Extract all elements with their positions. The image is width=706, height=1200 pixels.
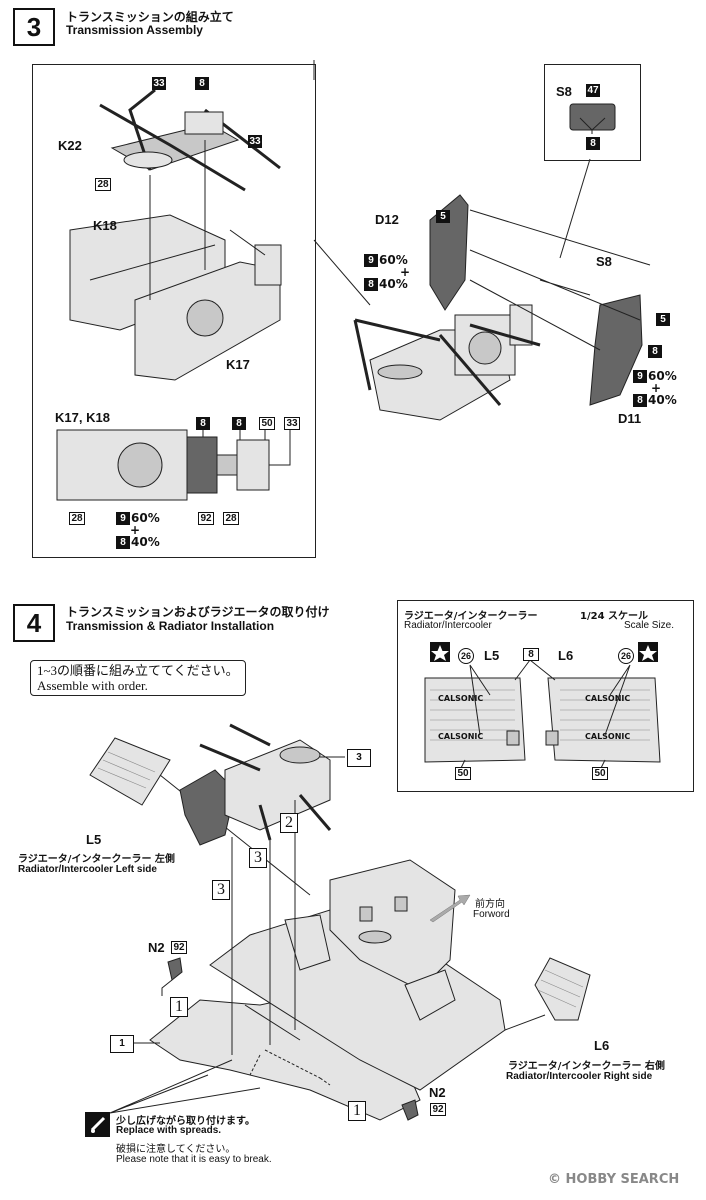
- mix-40-percent: 40%: [131, 535, 160, 549]
- forward-label-jp: 前方向: [475, 899, 505, 910]
- color-badge-47: 47: [586, 84, 600, 97]
- color-badge-92: 92: [430, 1103, 446, 1116]
- mix-60-percent: 60%: [648, 369, 677, 383]
- color-badge-8: 8: [523, 648, 539, 661]
- color-badge-5: 5: [436, 210, 450, 223]
- color-badge-9: 9: [633, 370, 647, 383]
- forward-label-en: Forword: [473, 909, 510, 920]
- color-badge-9: 9: [364, 254, 378, 267]
- caution-en-2: Please note that it is easy to break.: [116, 1154, 272, 1165]
- label-k18: K18: [93, 218, 117, 233]
- assembly-order-note-jp: 1~3の順番に組み立ててください。: [37, 663, 239, 678]
- color-badge-50: 50: [455, 767, 471, 780]
- step-3-title-en: Transmission Assembly: [66, 23, 203, 37]
- l6-code: L6: [594, 1038, 610, 1053]
- step-4-title-en: Transmission & Radiator Installation: [66, 619, 275, 633]
- n2-label: N2: [148, 940, 165, 955]
- step-4-title-jp: トランスミッションおよびラジエータの取り付け: [66, 605, 330, 619]
- color-badge-33: 33: [152, 77, 166, 90]
- step-4-number: 4: [13, 604, 55, 642]
- mix-40-percent: 40%: [379, 277, 408, 291]
- inset-label-l6: L6: [558, 648, 574, 663]
- label-k17-k18: K17, K18: [55, 410, 110, 425]
- color-badge-28: 28: [69, 512, 85, 525]
- order-1: 1: [348, 1101, 366, 1121]
- label-d11: D11: [618, 411, 642, 426]
- mix-plus: +: [400, 265, 411, 279]
- calsonic-logo: CALSONIC: [585, 732, 631, 741]
- color-badge-33: 33: [284, 417, 300, 430]
- l5-code: L5: [86, 832, 102, 847]
- color-badge-8: 8: [586, 137, 600, 150]
- color-badge-5: 5: [656, 313, 670, 326]
- part-1-tag: 1: [110, 1035, 134, 1053]
- color-badge-33: 33: [248, 135, 262, 148]
- color-badge-8: 8: [195, 77, 209, 90]
- caution-jp-1: 少し広げながら取り付けます。: [116, 1116, 255, 1127]
- l6-name-jp: ラジエータ/インタークーラー 右側: [508, 1061, 665, 1072]
- mix-40-percent: 40%: [648, 393, 677, 407]
- color-badge-28: 28: [223, 512, 239, 525]
- mix-60-percent: 60%: [131, 511, 160, 525]
- color-badge-9: 9: [116, 512, 130, 525]
- l5-name-en: Radiator/Intercooler Left side: [18, 864, 157, 875]
- label-k22: K22: [58, 138, 82, 153]
- n2-label: N2: [429, 1085, 446, 1100]
- inset-scale-jp: 1/24 スケール: [580, 611, 649, 622]
- label-d12: D12: [375, 212, 399, 227]
- inset-title-en: Radiator/Intercooler: [404, 620, 492, 631]
- color-badge-26: 26: [458, 648, 474, 664]
- color-badge-92: 92: [171, 941, 187, 954]
- mix-plus: +: [130, 523, 141, 537]
- color-badge-50: 50: [259, 417, 275, 430]
- color-badge-50: 50: [592, 767, 608, 780]
- inset-title-jp: ラジエータ/インタークーラー: [404, 611, 538, 622]
- color-badge-92: 92: [198, 512, 214, 525]
- color-badge-8: 8: [116, 536, 130, 549]
- l5-name-jp: ラジエータ/インタークーラー 左側: [18, 854, 175, 865]
- color-badge-8: 8: [364, 278, 378, 291]
- label-s8: S8: [596, 254, 612, 269]
- color-badge-8: 8: [196, 417, 210, 430]
- color-badge-8: 8: [232, 417, 246, 430]
- order-1: 1: [170, 997, 188, 1017]
- watermark: © HOBBY SEARCH: [548, 1172, 680, 1187]
- label-k17: K17: [226, 357, 250, 372]
- inset-scale-en: Scale Size.: [624, 620, 675, 631]
- calsonic-logo: CALSONIC: [585, 694, 631, 703]
- step-3-drawing: [56, 60, 651, 501]
- step-3-reference: 3: [347, 749, 371, 767]
- color-badge-28: 28: [95, 178, 111, 191]
- assembly-order-note-en: Assemble with order.: [37, 678, 148, 693]
- calsonic-logo: CALSONIC: [438, 694, 484, 703]
- color-badge-8: 8: [648, 345, 662, 358]
- color-badge-8: 8: [633, 394, 647, 407]
- order-3: 3: [212, 880, 230, 900]
- step-3-title-jp: トランスミッションの組み立て: [66, 10, 234, 24]
- inset-label-l5: L5: [484, 648, 500, 663]
- label-s8-inset: S8: [556, 84, 572, 99]
- caution-jp-2: 破損に注意してください。: [116, 1144, 236, 1155]
- color-badge-26: 26: [618, 648, 634, 664]
- l6-name-en: Radiator/Intercooler Right side: [506, 1071, 653, 1082]
- mix-plus: +: [651, 381, 662, 395]
- calsonic-logo: CALSONIC: [438, 732, 484, 741]
- mix-60-percent: 60%: [379, 253, 408, 267]
- step-3-number: 3: [13, 8, 55, 46]
- caution-en-1: Replace with spreads.: [116, 1125, 222, 1136]
- order-2: 2: [280, 813, 298, 833]
- assembly-order-note: 1~3の順番に組み立ててください。 Assemble with order.: [30, 660, 246, 696]
- order-3: 3: [249, 848, 267, 868]
